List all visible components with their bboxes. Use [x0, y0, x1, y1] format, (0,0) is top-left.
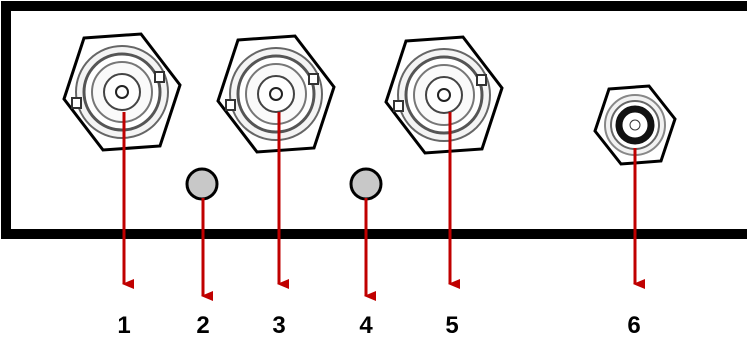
- callout-label-3: 3: [259, 312, 299, 340]
- callout-label-4: 4: [346, 312, 386, 340]
- led-indicator-4-icon: [351, 169, 381, 199]
- callout-label-1: 1: [104, 312, 144, 340]
- callout-label-6: 6: [614, 312, 654, 340]
- callout-label-2: 2: [183, 312, 223, 340]
- led-indicator-2-icon: [187, 169, 217, 199]
- callout-label-5: 5: [432, 312, 472, 340]
